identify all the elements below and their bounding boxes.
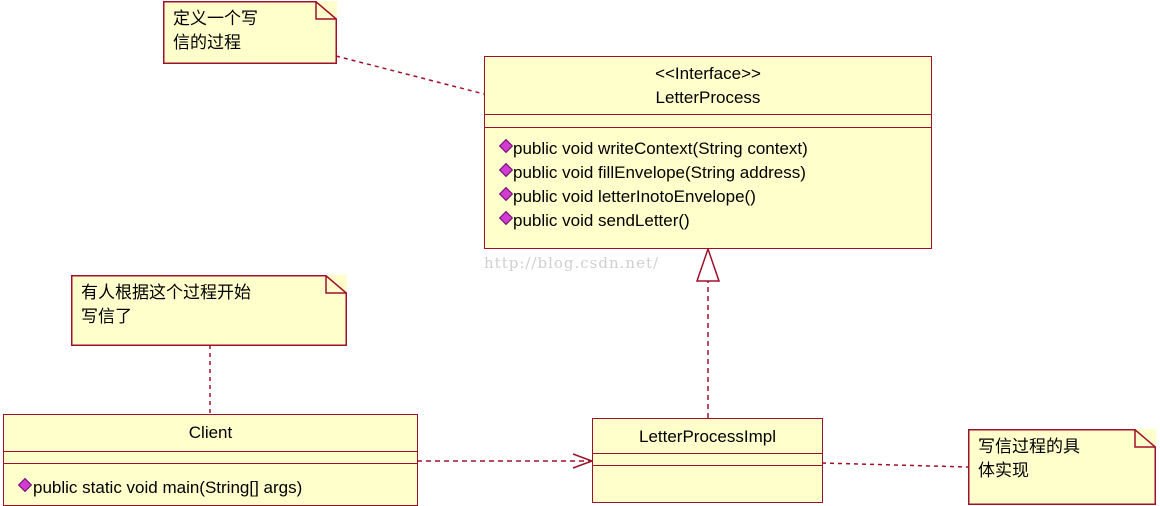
operation[interactable]: public void writeContext(String context)	[487, 137, 931, 161]
operation-label: public void letterInotoEnvelope()	[513, 187, 756, 206]
note-implementation: 写信过程的具 体实现	[968, 429, 1156, 505]
class-operations: public static void main(String[] args)	[4, 464, 417, 500]
class-name: LetterProcessImpl	[639, 427, 776, 446]
note-define-process: 定义一个写 信的过程	[163, 1, 337, 64]
public-operation-icon	[498, 210, 514, 226]
operation-label: public void fillEnvelope(String address)	[513, 163, 806, 182]
note-frame	[968, 429, 1156, 505]
operation[interactable]: public static void main(String[] args)	[4, 476, 417, 500]
public-operation-icon	[17, 477, 33, 493]
class-client[interactable]: Client public static void main(String[] …	[3, 414, 418, 506]
class-attributes	[485, 115, 931, 128]
note-frame	[163, 1, 337, 64]
class-header: <<Interface>> LetterProcess	[485, 57, 931, 115]
note-link-top	[335, 55, 485, 95]
note-frame	[71, 275, 347, 346]
note-client-starts: 有人根据这个过程开始 写信了	[71, 275, 347, 346]
class-stereotype: <<Interface>>	[655, 64, 761, 83]
operation[interactable]: public void fillEnvelope(String address)	[487, 161, 931, 185]
watermark-text: http://blog.csdn.net/	[484, 254, 660, 272]
operation-label: public void writeContext(String context)	[513, 139, 808, 158]
note-text: 写信过程的具 体实现	[978, 437, 1080, 481]
class-name: Client	[188, 423, 233, 442]
class-header: Client	[4, 415, 417, 452]
public-operation-icon	[498, 162, 514, 178]
note-link-right	[821, 462, 969, 468]
operation-label: public void sendLetter()	[513, 211, 690, 230]
class-header: LetterProcessImpl	[593, 419, 822, 454]
class-letter-process-impl[interactable]: LetterProcessImpl	[592, 418, 823, 503]
note-text: 有人根据这个过程开始 写信了	[81, 283, 251, 327]
operation-label: public static void main(String[] args)	[33, 478, 303, 497]
public-operation-icon	[498, 138, 514, 154]
class-attributes	[4, 452, 417, 464]
class-name: LetterProcess	[655, 88, 761, 107]
note-text: 定义一个写 信的过程	[173, 9, 258, 53]
public-operation-icon	[498, 186, 514, 202]
class-operations: public void writeContext(String context)…	[485, 128, 931, 233]
operation[interactable]: public void sendLetter()	[487, 209, 931, 233]
realization-arrowhead	[695, 246, 721, 282]
operation[interactable]: public void letterInotoEnvelope()	[487, 185, 931, 209]
class-letter-process[interactable]: <<Interface>> LetterProcess public void …	[484, 56, 932, 249]
class-attributes	[593, 454, 822, 466]
class-operations	[593, 466, 822, 501]
